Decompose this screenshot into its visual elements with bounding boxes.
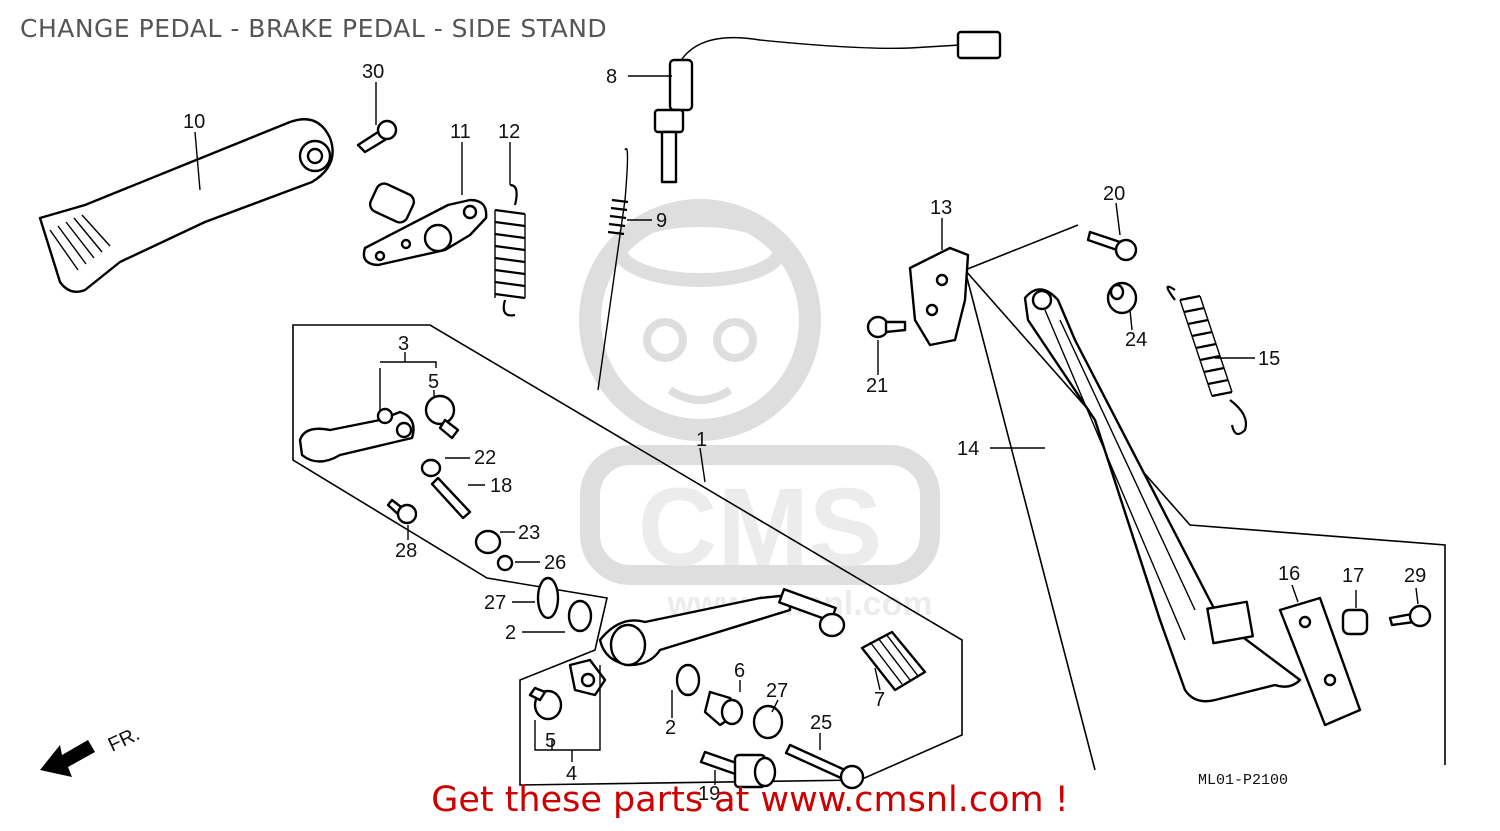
callout-24: 24	[1125, 329, 1147, 351]
part-collar-17[interactable]	[1341, 608, 1369, 636]
callout-16: 16	[1278, 563, 1300, 585]
part-stand-pad[interactable]	[1278, 596, 1362, 727]
part-bolt-30[interactable]	[356, 119, 398, 154]
direction-label: FR.	[105, 723, 143, 757]
callout-20: 20	[1103, 183, 1125, 205]
watermark-mascot-head	[579, 199, 821, 441]
callout-4: 4	[566, 763, 577, 785]
callout-14: 14	[957, 438, 979, 460]
callout-26: 26	[544, 552, 566, 574]
watermark-mascot-eye-left	[643, 318, 687, 362]
callout-23: 23	[518, 522, 540, 544]
part-washer-27b[interactable]	[752, 704, 784, 740]
callout-labels: 10 30 11 12 8 9 13 20 24 15 21 14 1 3 5 …	[183, 61, 1426, 805]
part-tie-rod-18[interactable]	[430, 476, 472, 520]
part-bolt-25[interactable]	[784, 743, 865, 790]
leader-lines	[194, 75, 1419, 785]
part-shift-arm[interactable]	[298, 407, 415, 463]
promo-link[interactable]: Get these parts at www.cmsnl.com !	[431, 780, 1069, 820]
callout-12: 12	[498, 121, 520, 143]
callout-21: 21	[866, 375, 888, 397]
part-bolt-29[interactable]	[1388, 604, 1432, 628]
part-brake-pedal[interactable]	[38, 118, 334, 293]
callout-6: 6	[734, 660, 745, 682]
part-spring-9[interactable]	[597, 147, 629, 391]
assembly-frame-side-stand-edge	[964, 269, 1096, 771]
part-change-pedal[interactable]	[598, 587, 846, 667]
part-brake-arm[interactable]	[362, 181, 488, 267]
part-nut-22[interactable]	[420, 458, 442, 478]
watermark-badge	[580, 445, 940, 585]
part-seal-2a[interactable]	[567, 599, 593, 633]
watermark-mascot-mouth	[667, 386, 733, 404]
callout-5a: 5	[428, 371, 439, 393]
callout-29: 29	[1404, 565, 1426, 587]
part-spring-15[interactable]	[1166, 285, 1248, 436]
part-seal-2b[interactable]	[675, 663, 701, 697]
callout-15: 15	[1258, 348, 1280, 370]
assembly-frame-side-stand	[963, 224, 1446, 765]
callout-8: 8	[606, 66, 617, 88]
part-collar-24[interactable]	[1106, 281, 1138, 315]
callout-22: 22	[474, 447, 496, 469]
part-shift-rubber[interactable]	[860, 630, 927, 692]
callout-2b: 2	[665, 717, 676, 739]
page-title: CHANGE PEDAL - BRAKE PEDAL - SIDE STAND	[20, 14, 608, 43]
part-washer-26[interactable]	[496, 554, 514, 572]
callout-11: 11	[450, 121, 471, 143]
part-joint-5b[interactable]	[528, 686, 563, 721]
callout-17: 17	[1342, 565, 1364, 587]
part-bolt-21[interactable]	[866, 315, 907, 339]
callout-1: 1	[696, 429, 707, 451]
callout-28: 28	[395, 540, 417, 562]
watermark-mascot-eye-right	[713, 318, 757, 362]
part-spring-12[interactable]	[494, 183, 526, 317]
assembly-frame-change-pedal	[292, 324, 963, 786]
callout-3: 3	[398, 333, 409, 355]
callout-13: 13	[930, 197, 952, 219]
part-joint-5a[interactable]	[424, 394, 460, 440]
direction-arrow-icon: FR.	[40, 723, 143, 777]
callout-9: 9	[656, 210, 667, 232]
part-washer-27a[interactable]	[536, 576, 560, 620]
part-bolt-20[interactable]	[1086, 230, 1138, 262]
watermark: CMS www.cmsnl.com	[579, 199, 940, 623]
part-pivot-bolt-19[interactable]	[699, 750, 777, 789]
part-bolt-28[interactable]	[386, 498, 418, 525]
callout-19: 19	[698, 783, 720, 805]
diagram-code: ML01-P2100	[1198, 772, 1288, 789]
callout-7: 7	[874, 689, 885, 711]
watermark-mascot-goggles	[613, 213, 787, 287]
part-collar-6[interactable]	[703, 690, 744, 727]
callout-27a: 27	[484, 592, 506, 614]
callout-2a: 2	[505, 622, 516, 644]
callout-10: 10	[183, 111, 205, 133]
part-stand-bracket[interactable]	[908, 246, 970, 347]
callout-18: 18	[490, 475, 512, 497]
part-collar-23[interactable]	[474, 529, 502, 555]
callout-25: 25	[810, 712, 832, 734]
part-stop-switch[interactable]	[653, 30, 1002, 184]
callout-5b: 5	[545, 730, 556, 752]
callout-27b: 27	[766, 680, 788, 702]
callout-30: 30	[362, 61, 384, 83]
part-side-stand[interactable]	[1023, 288, 1302, 703]
